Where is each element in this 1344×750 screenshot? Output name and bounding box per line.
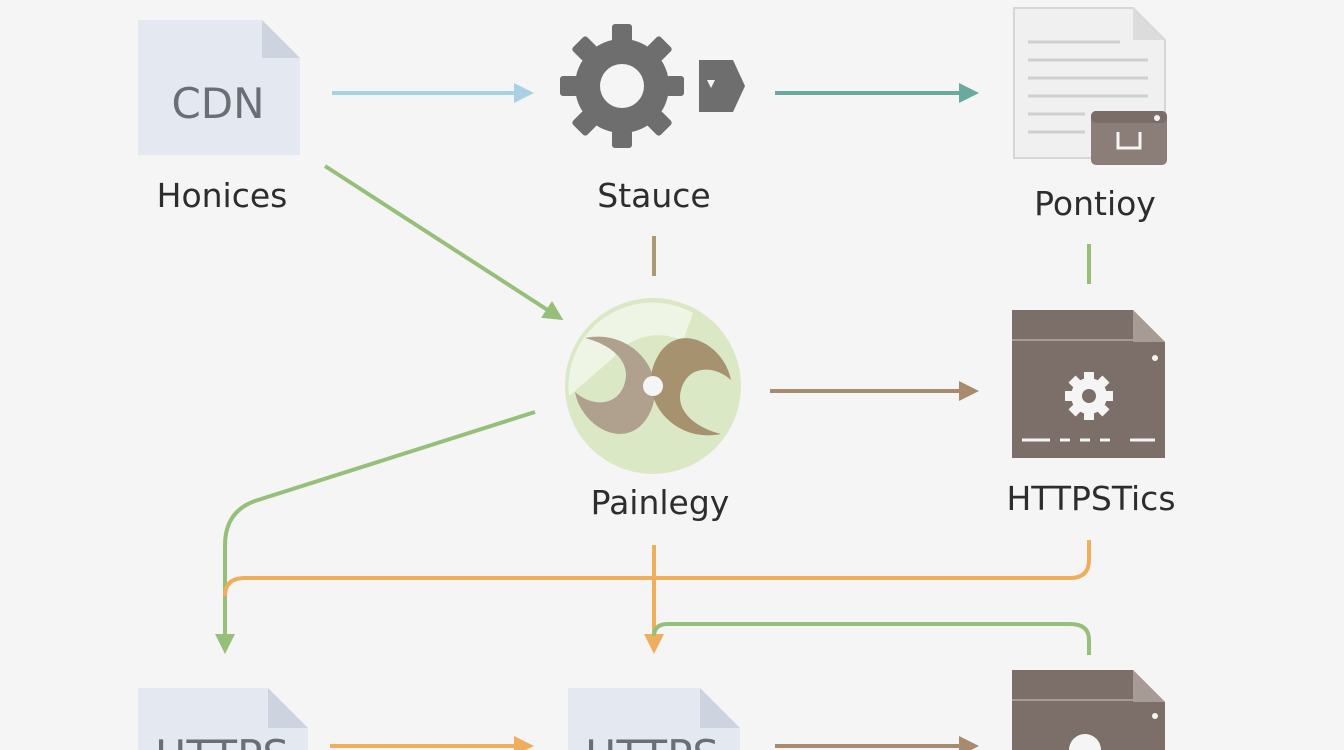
node-label-painlegy: Painlegy xyxy=(590,483,730,522)
swirl-logo-icon xyxy=(565,298,741,474)
node-label-httpstics: HTTPSTics xyxy=(1006,479,1176,518)
bottom-mid-document-text: HTTPS xyxy=(585,731,719,750)
browser-window-icon xyxy=(1091,111,1167,165)
node-label-stauce: Stauce xyxy=(597,176,711,215)
connector-bottom-right-green-loop xyxy=(652,622,1091,655)
bottom-mid-document-icon: HTTPS xyxy=(568,688,740,750)
bottom-left-document-text: HTTPS xyxy=(155,731,289,750)
gear-icon xyxy=(560,24,684,148)
node-label-pontioy: Pontioy xyxy=(1034,184,1156,223)
tag-icon xyxy=(699,60,745,112)
cdn-document-icon: CDN xyxy=(138,20,300,155)
arrow-painlegy-to-bottom-left xyxy=(215,410,536,654)
server-gear-icon xyxy=(1012,310,1165,458)
node-label-honices: Honices xyxy=(156,176,288,215)
bottom-right-server-icon xyxy=(1012,670,1165,750)
cdn-document-text: CDN xyxy=(171,79,264,128)
connector-httpstics-orange-loop xyxy=(223,540,1091,597)
arrow-honices-to-painlegy xyxy=(323,164,564,321)
bottom-left-document-icon: HTTPS xyxy=(138,688,308,750)
